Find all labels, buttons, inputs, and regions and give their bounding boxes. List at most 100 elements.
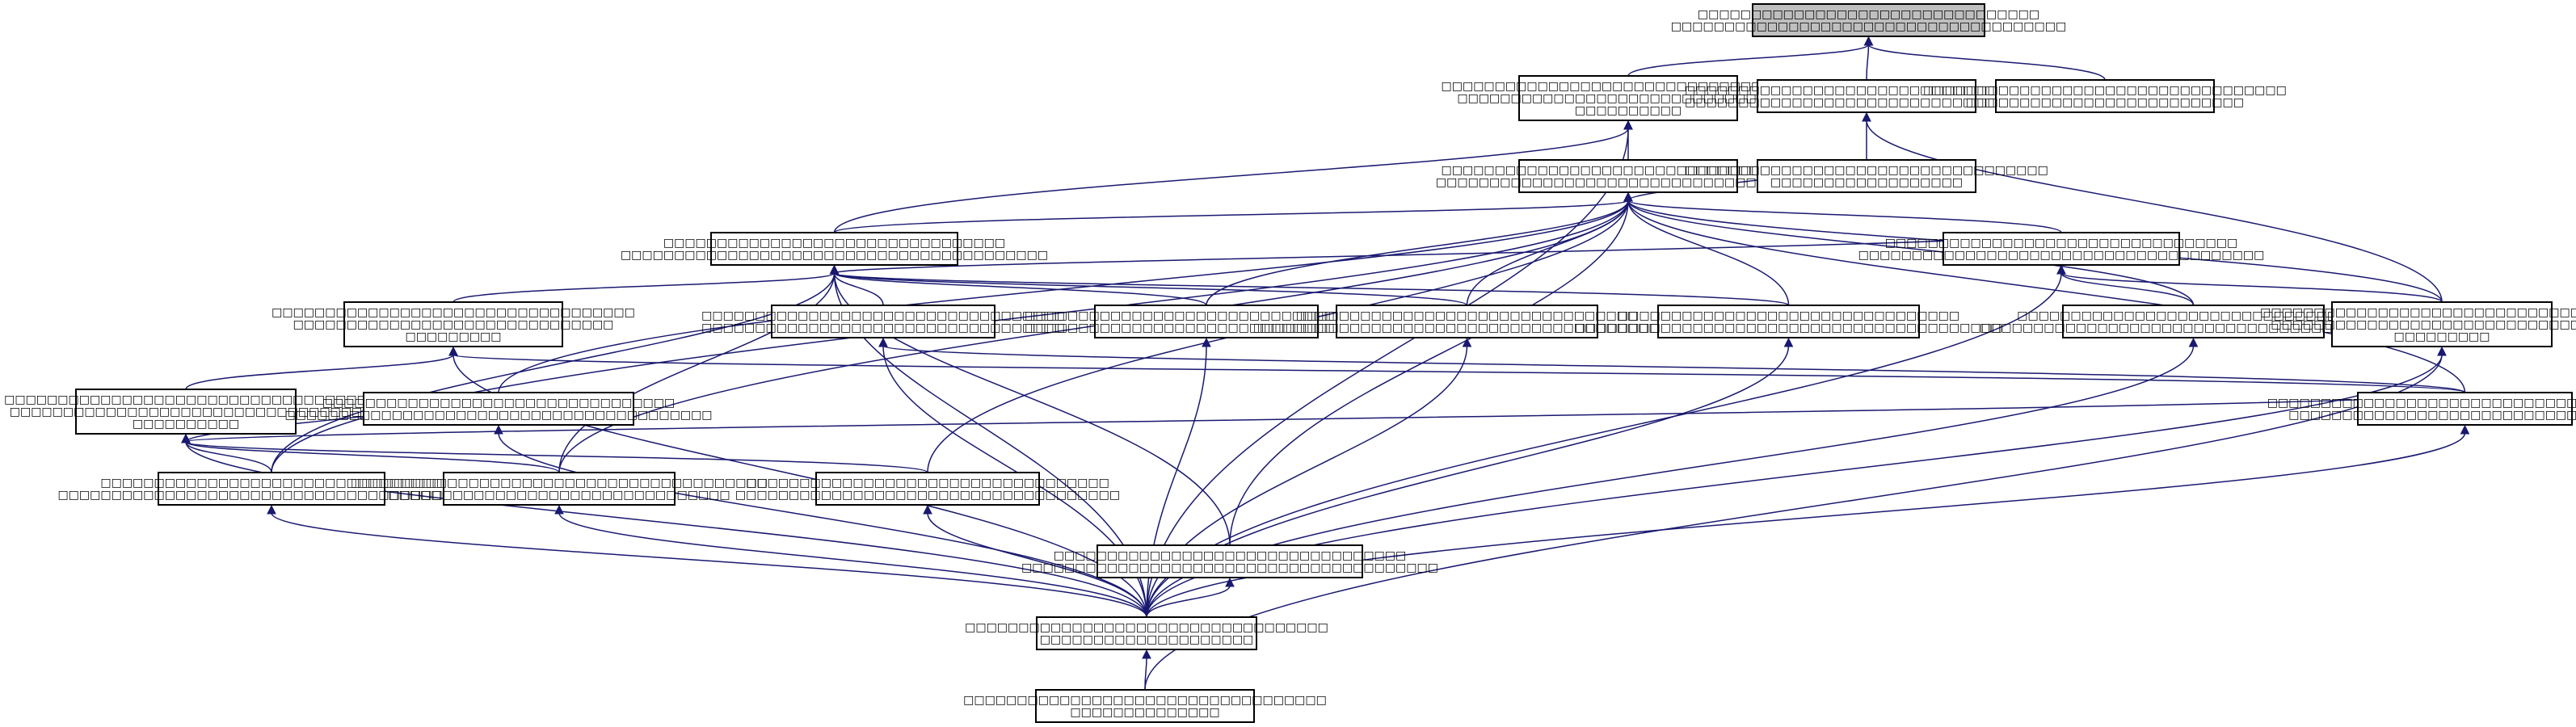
node-box [1094, 305, 1319, 338]
graph-node-n_d[interactable]: □□□□□□□□□□□□□□□□□□□□□□□□□□□□□□□□□□□□□□□□… [1436, 159, 1820, 193]
graph-node-n_f[interactable]: □□□□□□□□□□□□□□□□□□□□□□□□□□□□□□□□□□□□□□□□… [621, 232, 1048, 266]
graph-node-n_e[interactable]: □□□□□□□□□□□□□□□□□□□□□□□□□□□□□□□□□□□□□□□□… [1685, 159, 2048, 193]
edge-arrowhead-icon [1462, 337, 1472, 347]
node-label-line: □□□□□□□□□□□□□□□□□□□□□□□□□□□□□□ [293, 318, 614, 331]
edge-line [1627, 200, 2195, 306]
graph-node-n_t[interactable]: □□□□□□□□□□□□□□□□□□□□□□□□□□□□□□□□□□□□□□□□… [735, 472, 1120, 506]
edge-arrowhead-icon [2056, 264, 2066, 275]
edge-arrowhead-icon [2460, 424, 2470, 435]
edge-line [185, 392, 2466, 443]
edge-arrowhead-icon [923, 504, 932, 515]
edge-line [833, 272, 1207, 306]
node-label-line: □□□□□□□□□□□□□□□□□□□□□□□□□□ [1966, 96, 2244, 109]
graph-node-n_k[interactable]: □□□□□□□□□□□□□□□□□□□□□□□□□□□□□□□□□□□□□□□□… [1253, 305, 1681, 338]
node-label-line: □□□□□□□□□□□□□□□□□□□□□□□□□□□□□□□□□□□□□ [1671, 20, 2066, 33]
graph-node-n_u[interactable]: □□□□□□□□□□□□□□□□□□□□□□□□□□□□□□□□□□□□□□□□… [1021, 544, 1438, 578]
edge-n_h-n_q [448, 346, 2466, 393]
edge-line [2060, 272, 2443, 303]
node-label-line: □□□□□□□□□□□□□□□□□□□□□□□□□□□□□□□□□ [322, 397, 676, 410]
graph-node-root[interactable]: □□□□□□□□□□□□□□□□□□□□□□□□□□□□□□□□□□□□□□□□… [1671, 3, 2066, 37]
graph-node-n_b[interactable]: □□□□□□□□□□□□□□□□□□□□□□□□□□□□□□□□□□□□□□□□… [1685, 79, 2048, 113]
node-label-line: □□□□□□□□□□□□□□□□□□□□□□□□□□□□□□□□□□ [1923, 84, 2287, 97]
edge-line [498, 432, 1147, 618]
edge-n_a-n_v [1146, 120, 1633, 618]
node-label-line: □□□□□□□□□□□□□□□□□□□□□□□□□□□□□□□□ [663, 237, 1005, 250]
graph-node-n_r[interactable]: □□□□□□□□□□□□□□□□□□□□□□□□□□□□□□□□□□□□□□□□… [57, 472, 486, 506]
node-box [443, 472, 676, 506]
graph-node-n_l[interactable]: □□□□□□□□□□□□□□□□□□□□□□□□□□□□□□□□□□□□□□□□… [1575, 305, 2002, 338]
edge-n_s-n_v [554, 504, 1147, 618]
node-box [1518, 75, 1738, 121]
edge-line [1144, 657, 1147, 691]
edge-n_r-n_v [267, 504, 1147, 618]
edge-n_g-n_o [2056, 264, 2443, 303]
edge-arrowhead-icon [554, 504, 564, 515]
graph-node-n_w[interactable]: □□□□□□□□□□□□□□□□□□□□□□□□□□□□□□□□□□□□□□□□… [963, 689, 1327, 723]
edge-line [185, 441, 1147, 618]
edge-line [833, 272, 884, 306]
graph-node-n_n[interactable]: □□□□□□□□□□□□□□□□□□□□□□□□□□□□□□□□□□□□□□□□… [4, 389, 368, 435]
node-label-line: □□□□□□□□□□□□□□□□□□□□□□□□□□□□□□□□□□ [2260, 306, 2576, 319]
edge-line [185, 441, 928, 473]
edge-n_v-n_w [1142, 649, 1151, 691]
node-label-line: □□□□□□□□□□□□□□□□□□□□□□□□□□□□□□□□□□ [1685, 84, 2048, 97]
edge-n_f-n_k [829, 264, 1468, 306]
edge-arrowhead-icon [1783, 337, 1794, 347]
graph-node-n_c[interactable]: □□□□□□□□□□□□□□□□□□□□□□□□□□□□□□□□□□□□□□□□… [1923, 79, 2287, 113]
edge-arrowhead-icon [181, 433, 191, 443]
edge-root-n_a [1627, 36, 1874, 77]
edge-n_f-n_r [271, 264, 840, 473]
graph-node-n_v[interactable]: □□□□□□□□□□□□□□□□□□□□□□□□□□□□□□□□□□□□□□□□… [965, 616, 1328, 650]
node-box [815, 472, 1040, 506]
node-label-line: □□□□□□□□□ [2393, 330, 2490, 343]
node-box [710, 232, 958, 266]
edge-line [185, 354, 454, 390]
node-label-line: □□□□□□□□□□□□□□ [1070, 706, 1219, 719]
graph-node-n_i[interactable]: □□□□□□□□□□□□□□□□□□□□□□□□□□□□□□□□□□□□□□□□… [701, 305, 1065, 338]
edge-line [452, 272, 836, 303]
graph-node-n_o[interactable]: □□□□□□□□□□□□□□□□□□□□□□□□□□□□□□□□□□□□□□□□… [2260, 301, 2576, 347]
graph-node-n_m[interactable]: □□□□□□□□□□□□□□□□□□□□□□□□□□□□□□□□□□□□□□□□… [1980, 305, 2407, 338]
node-label-line: □□□□□□□□□□□□□□□□□□□□□□□□□□□□□□□□□□□□ [1436, 176, 1820, 189]
graph-node-n_s[interactable]: □□□□□□□□□□□□□□□□□□□□□□□□□□□□□□□□□□□□□□□□… [351, 472, 768, 506]
edge-arrowhead-icon [1225, 577, 1235, 587]
node-box [2062, 305, 2325, 338]
edge-line [833, 272, 1468, 306]
node-label-line: □□□□□□□□□□□□□□□□□□□□□□□□□□□□□□□□ [388, 489, 730, 502]
graph-node-n_q[interactable]: □□□□□□□□□□□□□□□□□□□□□□□□□□□□□□□□□□□□□□□□… [2267, 392, 2576, 426]
node-label-line: □□□□□□□□□□□□□□□□□□□□□□□□□□□□□□□□□ [10, 406, 363, 418]
edge-arrowhead-icon [2188, 337, 2199, 347]
edge-arrowhead-icon [878, 337, 888, 347]
graph-node-n_h[interactable]: □□□□□□□□□□□□□□□□□□□□□□□□□□□□□□□□□□□□□□□□… [271, 301, 635, 347]
edge-line [2060, 272, 2195, 306]
graph-node-n_j[interactable]: □□□□□□□□□□□□□□□□□□□□□□□□□□□□□□□□□□□□□□□□… [1025, 305, 1388, 338]
edge-line [1866, 120, 2443, 303]
node-label-line: □□□□□□□□□□□□□□□□□□□□□□□□□□□□□□□□ [1698, 8, 2039, 21]
node-box [1752, 3, 1985, 37]
edge-line [833, 272, 1790, 306]
node-label-line: □□□□□□□□□□□□□□□□□□□□□□□□□□□□□□□□□ [2017, 309, 2370, 322]
node-box [1757, 79, 1976, 113]
node-box [1336, 305, 1598, 338]
node-label-line: □□□□□□□□□□□□□□□□□□□□□□□□□□□□□□□□ [2271, 318, 2576, 331]
node-label-line: □□□□□□□□□□□□□□□□□□□□□□□□□□□□□□□□□□ [1685, 164, 2048, 177]
graph-node-n_p[interactable]: □□□□□□□□□□□□□□□□□□□□□□□□□□□□□□□□□□□□□□□□… [284, 392, 713, 426]
edge-n_q-n_v [1146, 424, 2470, 618]
node-box [1657, 305, 1920, 338]
node-label-line: □□□□□□□□□□□□□□□□□□□□□□□□□□□□□□□□ [1457, 92, 1799, 105]
edge-arrowhead-icon [2437, 346, 2447, 356]
graph-node-n_g[interactable]: □□□□□□□□□□□□□□□□□□□□□□□□□□□□□□□□□□□□□□□□… [1858, 232, 2265, 266]
edge-line [558, 272, 836, 473]
node-label-line: □□□□□□□□□□□□□□□□□□□□□□□□□□□□□□□□□□□ [1442, 80, 1816, 93]
node-box [1518, 159, 1738, 193]
edge-line [271, 512, 1147, 618]
graph-node-n_a[interactable]: □□□□□□□□□□□□□□□□□□□□□□□□□□□□□□□□□□□□□□□□… [1442, 75, 1816, 121]
edge-n_d-n_g [1623, 191, 2062, 233]
node-box [2357, 392, 2573, 426]
edge-arrowhead-icon [1142, 649, 1151, 659]
node-box [1943, 232, 2180, 266]
edge-n_f-n_h [452, 264, 840, 303]
node-label-line: □□□□□□□□□□ [133, 418, 239, 431]
node-label-line: □□□□□□□□□□□□□□□□□□□□□□□□□□□□□□□□□□ [1025, 309, 1388, 322]
